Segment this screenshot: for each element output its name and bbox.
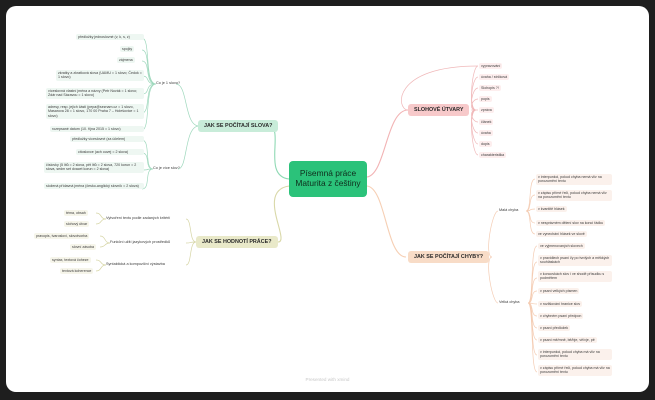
style-item[interactable]: zpráva — [479, 107, 494, 114]
one-word-label[interactable]: Co je 1 slovo? — [156, 81, 181, 85]
evaluate-group-label[interactable]: Funkční užití jazykových prostředků — [110, 240, 171, 244]
big-error-item[interactable]: v koncovkách slov i ve shodě přísudku s … — [538, 271, 612, 282]
small-error-item[interactable]: v nesprávném dělení slov na konci řádku — [536, 220, 606, 227]
central-topic-line1: Písemná práce — [299, 168, 357, 178]
connector-evaluate — [273, 185, 290, 243]
big-error-item[interactable]: v rozlišování hranice slov — [538, 301, 583, 308]
small-error-item[interactable]: v interpunkci, pokud chyba nemá vliv na … — [536, 174, 612, 185]
style-item[interactable]: úvaha / strčková — [479, 74, 510, 81]
style-item[interactable]: vypravování — [479, 63, 503, 70]
evaluate-item[interactable]: syntax, textová čoheze — [50, 257, 91, 264]
one-word-item[interactable]: víceslovná vlastní jména a názvy (Petr N… — [46, 88, 144, 99]
more-words-item[interactable]: předložky víceslovné (za účelem) — [70, 136, 144, 143]
more-words-item[interactable]: číslovky (5 litů = 2 slova, pět litů = 2… — [44, 162, 144, 173]
connector-styles — [366, 109, 409, 178]
connector-count-words — [267, 125, 290, 180]
small-error-item[interactable]: v kvantitě hlásek — [536, 206, 567, 213]
more-words-item[interactable]: citoslovce (ach ouvej = 2 slova) — [76, 149, 144, 156]
one-word-item[interactable]: zájmena — [117, 57, 135, 64]
style-item[interactable]: článek — [479, 119, 494, 126]
big-error-item[interactable]: v psaní mě/mně, bě/bje, vě/vje, pě — [538, 337, 597, 344]
style-item[interactable]: dopis — [479, 141, 492, 148]
footer-credit: Presented with xmind — [305, 377, 350, 382]
big-error-label[interactable]: Velká chyba — [499, 300, 520, 304]
evaluate-item[interactable]: téma, obsah — [64, 210, 88, 217]
evaluate-item[interactable]: slovní zásoba — [70, 244, 96, 251]
style-item[interactable]: úvaha — [479, 130, 493, 137]
big-error-item[interactable]: v pravidlech psaní i/y po tvrdých a měkk… — [538, 255, 612, 266]
big-error-item[interactable]: v chybném psaní předpon — [538, 313, 584, 320]
evaluate-item[interactable]: pravopis, tvarosloví, slovotvorba — [34, 233, 90, 240]
more-words-item[interactable]: složená přídavná jména (česko-anglický s… — [44, 183, 144, 190]
evaluate-item[interactable]: slohový útvar — [64, 221, 90, 228]
one-word-item[interactable]: předložky jednoslovné (v, k, s, z) — [76, 34, 144, 41]
small-error-item[interactable]: v zápisu přímé řeči, pokud chyba nemá vl… — [536, 190, 612, 201]
connector-errors — [366, 185, 407, 258]
more-words-label[interactable]: Co je více slov? — [153, 166, 180, 170]
style-item[interactable]: popis — [479, 96, 492, 103]
connectors-evaluate — [95, 212, 197, 272]
central-topic-line2: Maturita z češtiny — [295, 178, 361, 188]
one-word-item[interactable]: adresy, resp. jejich části (pepa@seznam.… — [46, 104, 144, 120]
big-error-item[interactable]: v zápisu přímé řeči, pokud chyba má vliv… — [538, 365, 612, 376]
one-word-item[interactable]: rozepsané datum (10. října 2015 = 1 slov… — [50, 126, 144, 133]
big-error-item[interactable]: v psaní předložek — [538, 325, 571, 332]
big-error-item[interactable]: v interpunkci, pokud chyba má vliv na po… — [538, 349, 612, 360]
small-error-item[interactable]: ve vynechání hlásek ve slově — [536, 231, 587, 238]
topic-errors[interactable]: JAK SE POČÍTAJÍ CHYBY? — [408, 251, 490, 263]
small-error-label[interactable]: Malá chyba — [499, 208, 519, 212]
mindmap-canvas: Písemná práce Maturita z češtiny JAK SE … — [6, 6, 649, 392]
style-item[interactable]: charakteristika — [479, 152, 507, 159]
central-topic[interactable]: Písemná práce Maturita z češtiny — [289, 161, 367, 197]
connectors-styles — [401, 65, 479, 111]
connectors-errors — [488, 178, 538, 373]
topic-evaluate[interactable]: JAK SE HODNOTÍ PRÁCE? — [196, 236, 278, 248]
evaluate-item[interactable]: textová koherence — [60, 268, 94, 275]
topic-count-words[interactable]: JAK SE POČÍTAJÍ SLOVA? — [198, 120, 279, 132]
topic-styles[interactable]: SLOHOVÉ ÚTVARY — [408, 104, 470, 116]
big-error-item[interactable]: v psaní velkých písmen — [538, 288, 580, 295]
one-word-item[interactable]: zkratky a zkratková slova (UAMU = 1 slov… — [56, 70, 144, 81]
evaluate-group-label[interactable]: Syntaktická a kompoziční výstavba — [106, 262, 165, 266]
big-error-item[interactable]: ve vyjmenovaných slovech — [538, 243, 585, 250]
style-item[interactable]: Slohopis ?! — [479, 85, 501, 92]
evaluate-group-label[interactable]: Vytvoření textu podle zadaných kritérií — [106, 216, 171, 220]
one-word-item[interactable]: spojky — [120, 46, 135, 53]
